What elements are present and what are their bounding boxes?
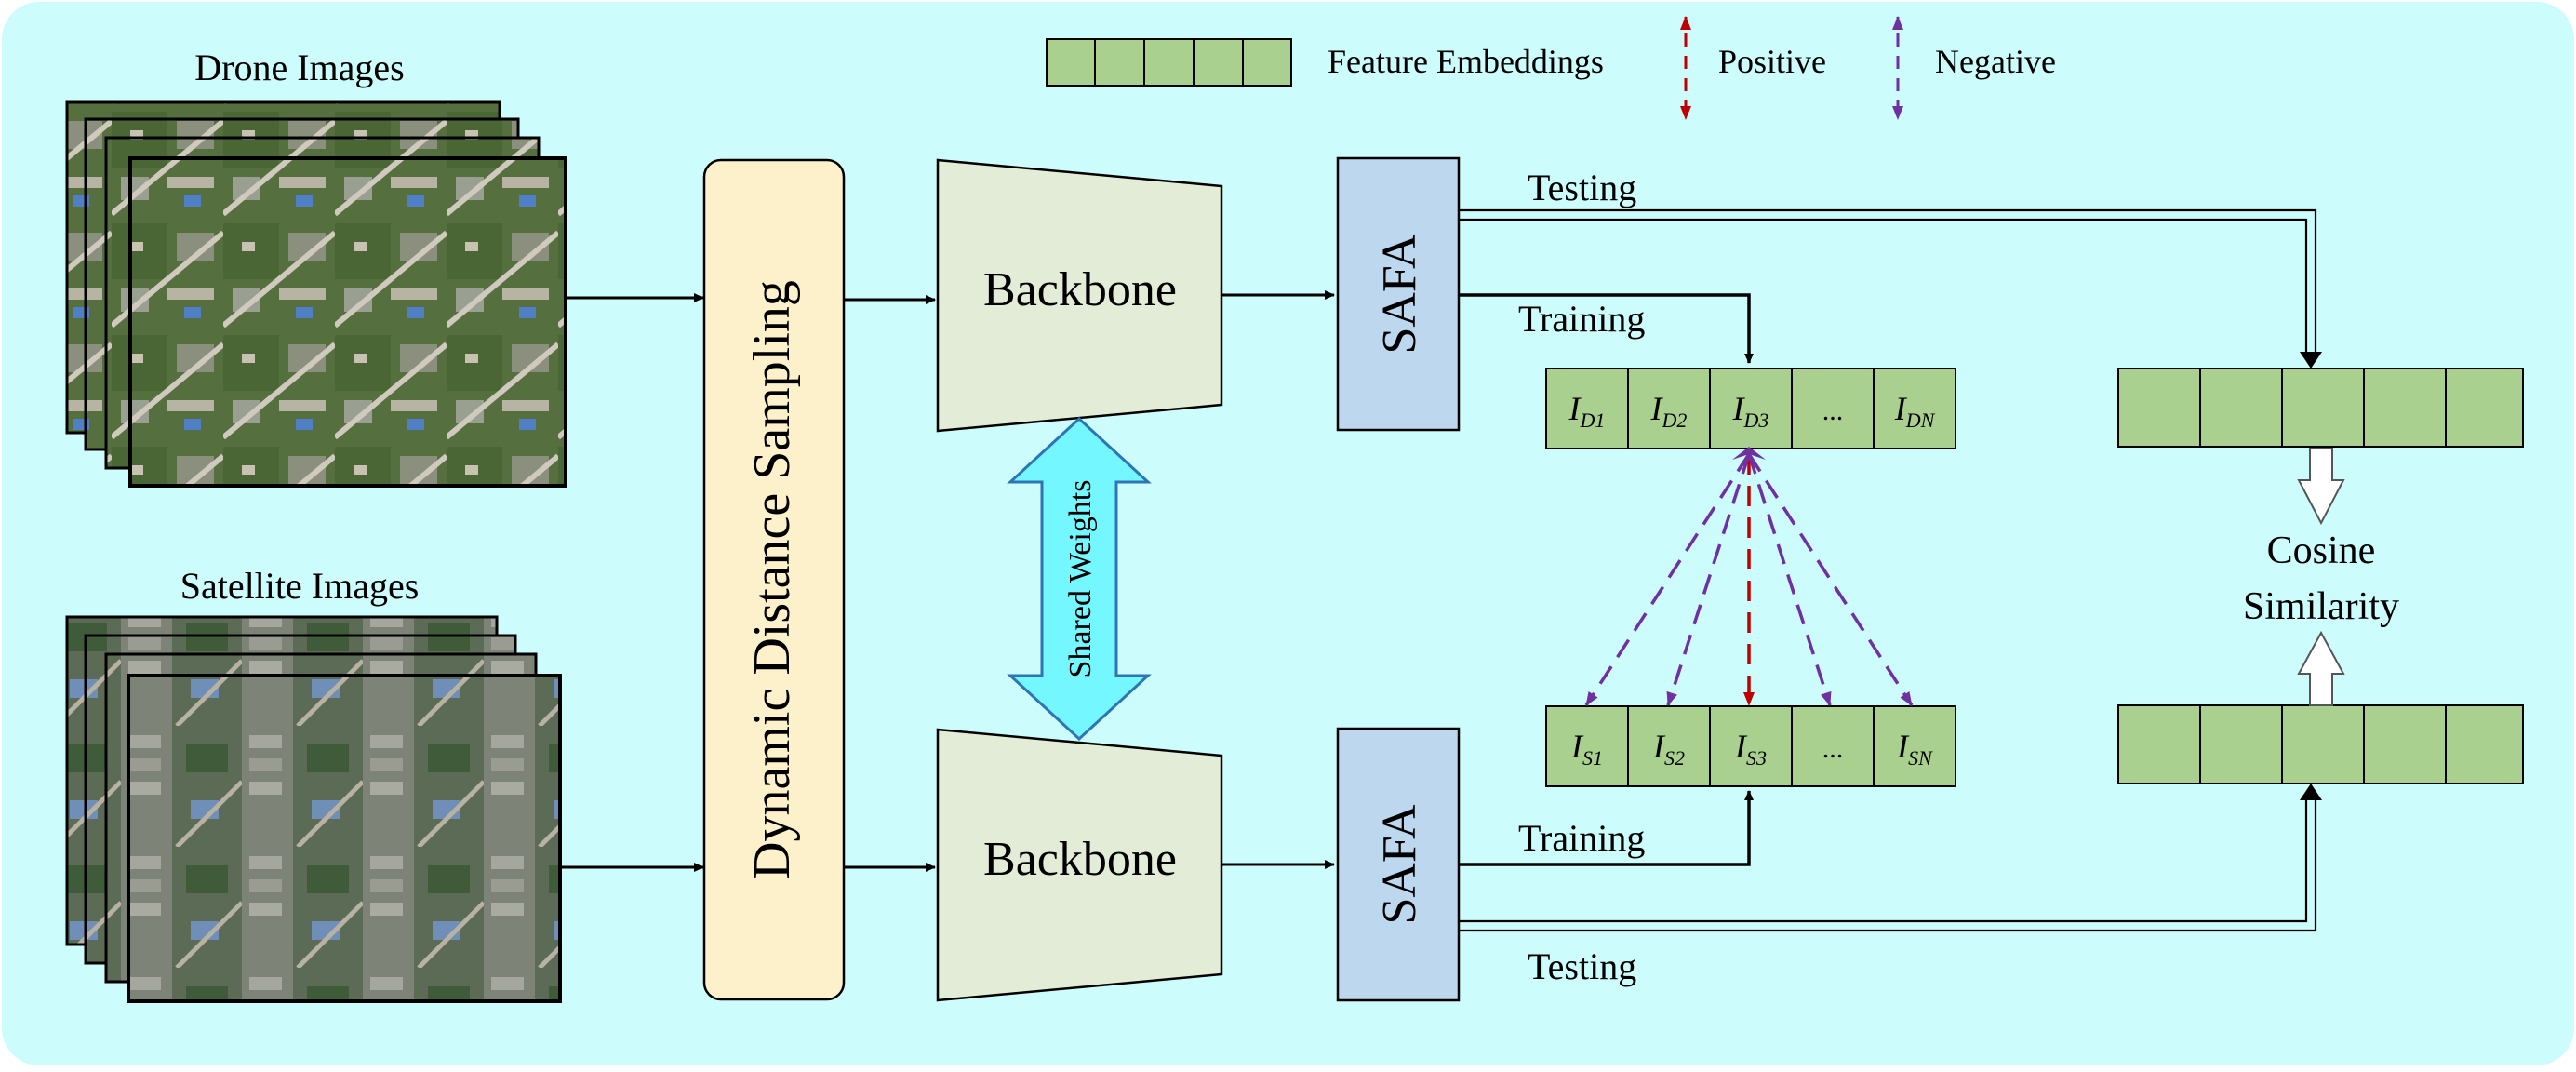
drone-embedding-cell: ID1	[1545, 368, 1629, 449]
similarity-label: Similarity	[2243, 585, 2399, 628]
testing-path-top	[1459, 208, 2322, 368]
satellite-embedding-cell: IS3	[1709, 705, 1793, 787]
testing-bottom-label: Testing	[1528, 945, 1636, 987]
drone-embedding-label: IDN	[1894, 390, 1936, 432]
satellite-images-label: Satellite Images	[180, 565, 420, 607]
satellite-embedding-label: IS2	[1652, 728, 1685, 770]
drone-embedding-cell: IDN	[1873, 368, 1956, 449]
cosine-label: Cosine	[2267, 529, 2376, 572]
negative-arrow-s2	[1666, 453, 1751, 706]
drone-embedding-cell: ...	[1791, 368, 1875, 449]
satellite-embedding-row: IS1 IS2 IS3... ISN	[1545, 705, 1956, 787]
backbone-bottom	[936, 728, 1223, 1002]
testing-top-label: Testing	[1528, 167, 1636, 208]
drone-image	[128, 156, 567, 488]
drone-embedding-label: ID1	[1568, 390, 1606, 432]
satellite-image-stack	[65, 615, 562, 1003]
drone-embedding-label: ID3	[1732, 390, 1769, 432]
satellite-image	[127, 674, 562, 1003]
satellite-embedding-cell: IS2	[1627, 705, 1711, 787]
satellite-embedding-label: ISN	[1896, 728, 1933, 770]
testing-path-bottom	[1459, 784, 2322, 932]
dynamic-distance-sampling-label: Dynamic Distance Sampling	[743, 280, 801, 879]
shared-weights-label: Shared Weights	[1063, 480, 1098, 678]
training-top-label: Training	[1518, 298, 1645, 340]
legend-feature-embeddings: Feature Embeddings	[1328, 43, 1604, 80]
safa-top	[1336, 156, 1461, 432]
legend-negative: Negative	[1935, 43, 2056, 80]
test-embedding-bottom	[2117, 704, 2524, 784]
satellite-embedding-cell: IS1	[1545, 705, 1629, 787]
negative-arrow-s1	[1584, 453, 1751, 706]
drone-embedding-cell: ID3	[1709, 368, 1793, 449]
drone-embedding-label: ID2	[1650, 390, 1688, 432]
shared-weights-arrow	[1007, 416, 1152, 742]
safa-bottom	[1336, 727, 1461, 1002]
negative-arrow-sn	[1747, 453, 1914, 706]
drone-embedding-label: ...	[1822, 395, 1844, 426]
drone-embedding-row: ID1 ID2 ID3... IDN	[1545, 368, 1956, 449]
training-path-top	[1459, 293, 1754, 364]
backbone-top-label: Backbone	[983, 263, 1177, 316]
drone-images-label: Drone Images	[194, 47, 404, 88]
backbone-bottom-label: Backbone	[983, 833, 1177, 886]
legend: Feature Embeddings Positive Negative	[1046, 16, 2056, 120]
training-bottom-label: Training	[1518, 817, 1645, 859]
down-hollow-arrow	[2297, 448, 2345, 526]
safa-top-label: SAFA	[1373, 234, 1426, 355]
satellite-embedding-label: IS1	[1570, 728, 1603, 770]
contrastive-arrows	[1584, 447, 1914, 706]
negative-arrow-dots	[1747, 453, 1832, 706]
satellite-embedding-label: ...	[1822, 733, 1844, 764]
drone-image-stack	[65, 100, 567, 488]
satellite-embedding-label: IS3	[1734, 728, 1767, 770]
backbone-top	[936, 158, 1223, 433]
satellite-embedding-cell: ISN	[1873, 705, 1956, 787]
up-hollow-arrow	[2297, 630, 2345, 706]
safa-bottom-label: SAFA	[1373, 804, 1426, 925]
test-embedding-top	[2117, 368, 2524, 448]
satellite-embedding-cell: ...	[1791, 705, 1875, 787]
legend-embedding-swatch	[1046, 38, 1292, 87]
drone-embedding-cell: ID2	[1627, 368, 1711, 449]
legend-positive: Positive	[1718, 43, 1826, 80]
training-path-bottom	[1459, 790, 1754, 866]
dynamic-distance-sampling-box	[702, 158, 846, 1001]
